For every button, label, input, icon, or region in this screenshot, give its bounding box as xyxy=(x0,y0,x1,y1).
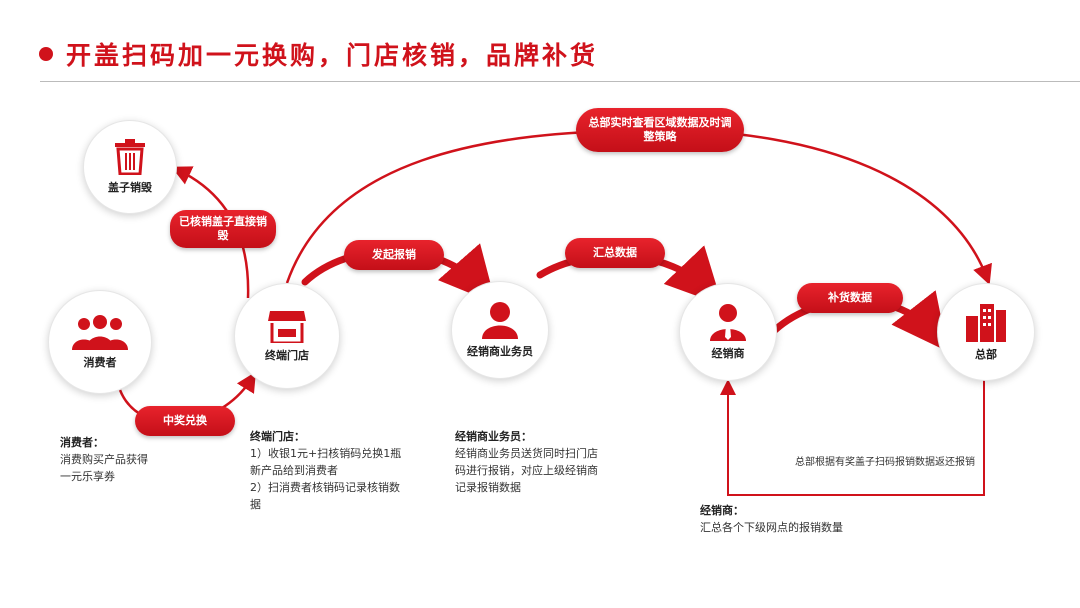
title-divider xyxy=(40,81,1080,82)
desc-line: 经销商业务员送货同时扫门店 xyxy=(455,447,598,460)
node-hq: 总部 xyxy=(937,283,1035,381)
node-label: 终端门店 xyxy=(265,349,309,362)
buildings-icon xyxy=(966,304,1006,342)
node-label: 经销商 xyxy=(711,347,745,360)
person-icon xyxy=(482,302,518,339)
pill-initiate: 发起报销 xyxy=(344,240,444,270)
desc-heading: 经销商业务员： xyxy=(455,430,532,443)
title-bullet xyxy=(39,47,53,61)
desc-heading: 消费者： xyxy=(60,436,104,449)
arrow-hq-feedback xyxy=(720,379,985,496)
desc-line: 汇总各个下级网点的报销数量 xyxy=(700,521,843,534)
desc-line: 消费购买产品获得 xyxy=(60,453,148,466)
feedback-note: 总部根据有奖盖子扫码报销数据返还报销 xyxy=(795,457,975,468)
desc-line: 2）扫消费者核销码记录核销数 xyxy=(250,481,400,494)
trash-icon xyxy=(115,139,145,175)
desc-line: 记录报销数据 xyxy=(455,481,521,494)
pill-destroy: 已核销盖子直接销毁 xyxy=(170,210,276,248)
people-icon xyxy=(72,315,128,350)
node-label: 盖子销毁 xyxy=(108,181,152,194)
desc-consumer: 消费者： 消费购买产品获得 一元乐享券 xyxy=(60,434,148,485)
desc-heading: 经销商： xyxy=(700,504,744,517)
node-cap-destroy: 盖子销毁 xyxy=(83,120,177,214)
node-label: 总部 xyxy=(975,348,997,361)
node-dealer: 经销商 xyxy=(679,283,777,381)
desc-line: 据 xyxy=(250,498,261,511)
desc-heading: 终端门店： xyxy=(250,430,305,443)
desc-line: 一元乐享券 xyxy=(60,470,115,483)
desc-dealer: 经销商： 汇总各个下级网点的报销数量 xyxy=(700,502,843,536)
businessman-icon xyxy=(710,304,746,341)
page-title: 开盖扫码加一元换购，门店核销，品牌补货 xyxy=(66,41,599,70)
desc-salesman: 经销商业务员： 经销商业务员送货同时扫门店 码进行报销，对应上级经销商 记录报销… xyxy=(455,428,598,496)
store-icon xyxy=(268,311,306,343)
node-label: 经销商业务员 xyxy=(467,345,533,358)
pill-restock: 补货数据 xyxy=(797,283,903,313)
node-salesman: 经销商业务员 xyxy=(451,281,549,379)
node-consumer: 消费者 xyxy=(48,290,152,394)
pill-redeem: 中奖兑换 xyxy=(135,406,235,436)
pill-summary: 汇总数据 xyxy=(565,238,665,268)
node-store: 终端门店 xyxy=(234,283,340,389)
desc-line: 码进行报销，对应上级经销商 xyxy=(455,464,598,477)
pill-hq-monitor: 总部实时查看区域数据及时调整策略 xyxy=(576,108,744,152)
desc-line: 1）收银1元+扫核销码兑换1瓶 xyxy=(250,447,402,460)
node-label: 消费者 xyxy=(83,356,117,369)
desc-store: 终端门店： 1）收银1元+扫核销码兑换1瓶 新产品给到消费者 2）扫消费者核销码… xyxy=(250,428,401,513)
desc-line: 新产品给到消费者 xyxy=(250,464,338,477)
